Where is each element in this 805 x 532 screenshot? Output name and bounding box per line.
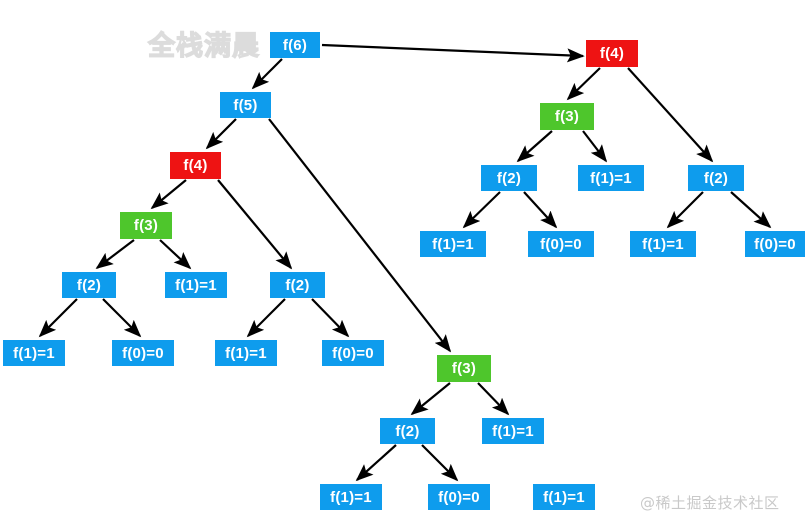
tree-node-n15[interactable]: f(2) — [270, 272, 325, 298]
tree-node-n20[interactable]: f(3) — [437, 355, 491, 382]
tree-node-n13[interactable]: f(2) — [62, 272, 116, 298]
tree-node-label: f(1)=1 — [330, 488, 372, 506]
tree-node-n14[interactable]: f(1)=1 — [165, 272, 227, 298]
edge-n21-to-n24 — [421, 444, 459, 482]
tree-node-n6[interactable]: f(1)=1 — [578, 165, 644, 191]
tree-node-label: f(2) — [76, 276, 102, 294]
tree-node-label: f(0)=0 — [540, 235, 582, 253]
tree-node-n19[interactable]: f(0)=0 — [322, 340, 384, 366]
tree-node-label: f(0)=0 — [754, 235, 796, 253]
watermark-top: 全栈满晨 — [147, 30, 260, 62]
tree-node-label: f(2) — [703, 169, 729, 187]
edge-n3-to-n5 — [516, 130, 553, 163]
tree-node-n2[interactable]: f(5) — [220, 92, 271, 118]
edge-n7-to-n12 — [730, 191, 772, 229]
tree-node-label: f(0)=0 — [438, 488, 480, 506]
edge-n5-to-n9 — [462, 191, 501, 229]
tree-node-n17[interactable]: f(0)=0 — [112, 340, 174, 366]
edge-n1-to-n7 — [627, 67, 714, 163]
tree-node-label: f(0)=0 — [332, 344, 374, 362]
tree-node-label: f(1)=1 — [432, 235, 474, 253]
tree-node-n4[interactable]: f(4) — [170, 152, 221, 179]
tree-node-label: f(3) — [451, 360, 477, 377]
edge-n13-to-n17 — [102, 298, 142, 338]
tree-node-n3[interactable]: f(3) — [540, 103, 594, 130]
edge-n4-to-n8 — [150, 179, 187, 210]
tree-node-label: f(1)=1 — [642, 235, 684, 253]
edge-n3-to-n6 — [582, 130, 608, 163]
tree-node-n23[interactable]: f(1)=1 — [320, 484, 382, 510]
tree-node-label: f(1)=1 — [590, 169, 632, 187]
tree-node-label: f(2) — [496, 169, 522, 187]
edge-n4-to-n15 — [217, 179, 293, 270]
tree-node-label: f(1)=1 — [492, 422, 534, 440]
tree-node-n8[interactable]: f(3) — [120, 212, 172, 239]
tree-node-n21[interactable]: f(2) — [380, 418, 435, 444]
tree-node-n11[interactable]: f(1)=1 — [630, 231, 696, 257]
tree-node-n18[interactable]: f(1)=1 — [215, 340, 277, 366]
tree-node-label: f(4) — [183, 157, 208, 174]
edge-n15-to-n19 — [311, 298, 350, 338]
tree-node-label: f(0)=0 — [122, 344, 164, 362]
edge-n8-to-n14 — [159, 239, 192, 270]
tree-node-label: f(5) — [233, 96, 258, 114]
tree-node-n5[interactable]: f(2) — [481, 165, 537, 191]
tree-node-n24[interactable]: f(0)=0 — [428, 484, 490, 510]
tree-node-label: f(1)=1 — [13, 344, 55, 362]
edges — [38, 43, 772, 482]
edge-n0-to-n1 — [321, 43, 585, 63]
edge-n0-to-n2 — [251, 58, 283, 90]
edge-n15-to-n18 — [246, 298, 286, 338]
tree-node-label: f(3) — [133, 217, 159, 234]
tree-node-n22[interactable]: f(1)=1 — [482, 418, 544, 444]
tree-node-n10[interactable]: f(0)=0 — [528, 231, 594, 257]
tree-node-n16[interactable]: f(1)=1 — [3, 340, 65, 366]
edge-n20-to-n22 — [477, 382, 510, 416]
tree-node-label: f(6) — [282, 36, 308, 54]
tree-node-n12[interactable]: f(0)=0 — [745, 231, 805, 257]
tree-node-label: f(3) — [554, 108, 580, 125]
tree-node-n25[interactable]: f(1)=1 — [533, 484, 595, 510]
edge-n7-to-n11 — [666, 191, 704, 229]
watermark-bottom: @稀土掘金技术社区 — [640, 494, 780, 512]
tree-node-label: f(1)=1 — [175, 276, 217, 294]
tree-node-label: f(2) — [285, 276, 310, 294]
tree-node-n0[interactable]: f(6) — [270, 32, 320, 58]
edge-n1-to-n3 — [566, 67, 601, 101]
tree-node-label: f(1)=1 — [543, 488, 585, 506]
tree-node-n1[interactable]: f(4) — [586, 40, 638, 67]
edge-n2-to-n4 — [205, 118, 237, 150]
edge-n5-to-n10 — [523, 191, 558, 229]
tree-node-label: f(4) — [599, 45, 625, 62]
tree-node-label: f(1)=1 — [225, 344, 267, 362]
tree-node-n7[interactable]: f(2) — [688, 165, 744, 191]
tree-node-label: f(2) — [395, 422, 420, 440]
edge-n21-to-n23 — [355, 444, 397, 482]
tree-node-n9[interactable]: f(1)=1 — [420, 231, 486, 257]
edge-n20-to-n21 — [410, 382, 451, 416]
edge-n13-to-n16 — [38, 298, 78, 338]
edge-n8-to-n13 — [95, 239, 135, 270]
